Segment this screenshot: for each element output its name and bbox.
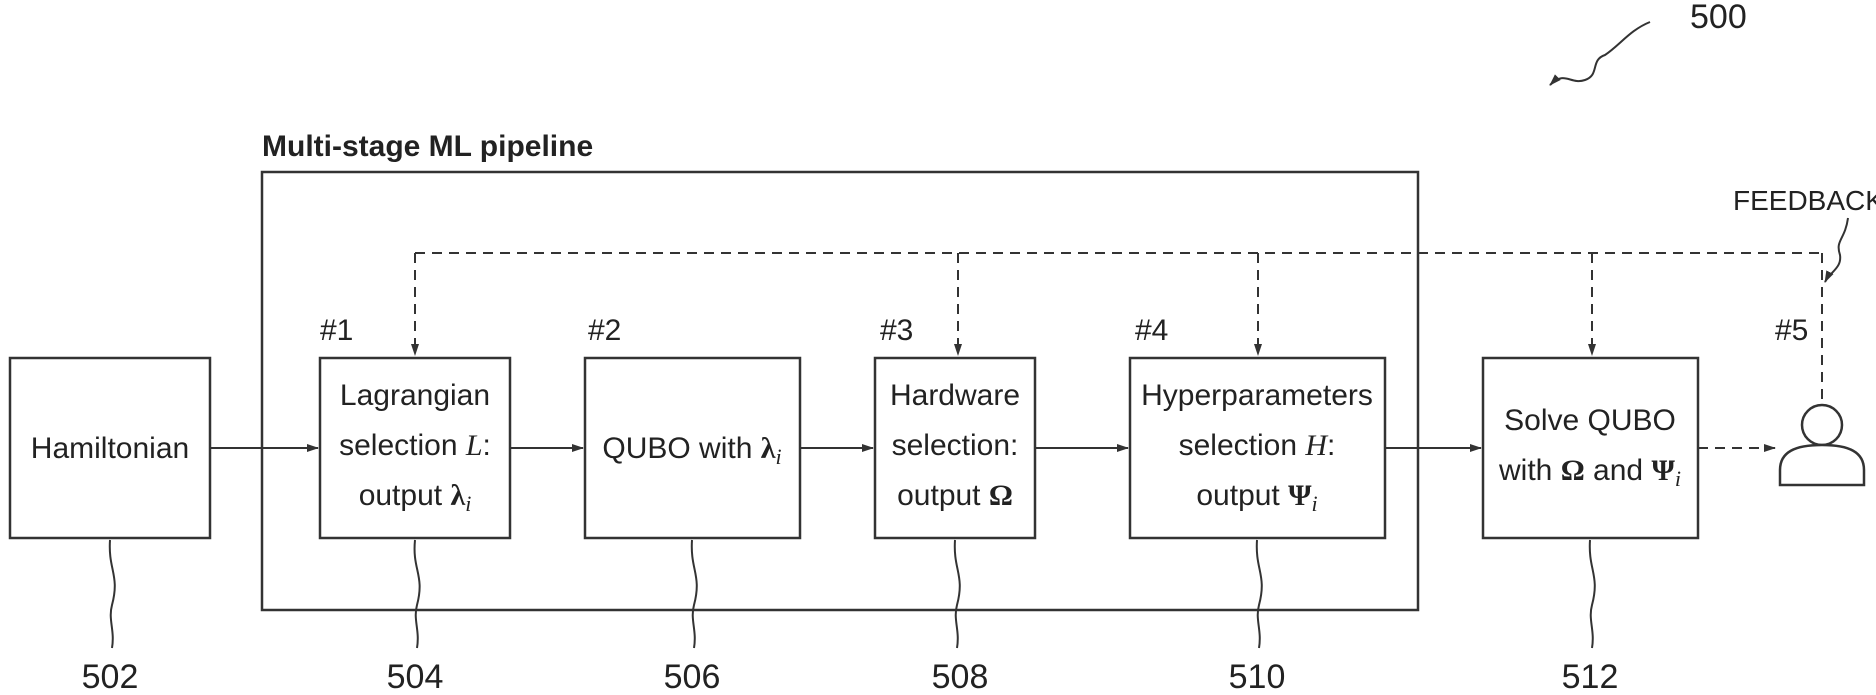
stage3-line3: output Ω [897,479,1013,512]
solve-qubo-box [1483,358,1698,538]
stage3-line2: selection: [892,429,1019,462]
stage4-line1: Hyperparameters [1141,379,1373,412]
ref-502: 502 [82,658,139,695]
stage4-line2: selection H: [1179,429,1336,462]
figure-pointer-squiggle [1550,22,1650,85]
feedback-label: FEEDBACK [1733,185,1876,216]
stage4-line3: output Ψi [1196,479,1317,516]
stage4-step: #4 [1135,314,1168,347]
ref-504: 504 [387,658,444,695]
ref-508: 508 [932,658,989,695]
ref-510: 510 [1229,658,1286,695]
stage3-step: #3 [880,314,913,347]
ref-506: 506 [664,658,721,695]
solve-qubo-line1: Solve QUBO [1504,404,1676,437]
stage3-line1: Hardware [890,379,1020,412]
ref-512: 512 [1562,658,1619,695]
hamiltonian-label: Hamiltonian [31,432,189,465]
feedback-pointer [1825,218,1848,282]
leader-512 [1590,540,1595,648]
figure-number: 500 [1690,0,1747,36]
stage1-step: #1 [320,314,353,347]
stage2-text: QUBO with λi [602,432,781,469]
solve-qubo-line2: with Ω and Ψi [1498,454,1681,491]
leader-502 [110,540,115,648]
stage1-line1: Lagrangian [340,379,490,412]
user-icon [1780,405,1864,485]
stage1-line2: selection L: [339,429,491,462]
stage1-line3: output λi [359,479,472,516]
user-step: #5 [1775,314,1808,347]
stage2-step: #2 [588,314,621,347]
pipeline-title: Multi-stage ML pipeline [262,130,593,163]
